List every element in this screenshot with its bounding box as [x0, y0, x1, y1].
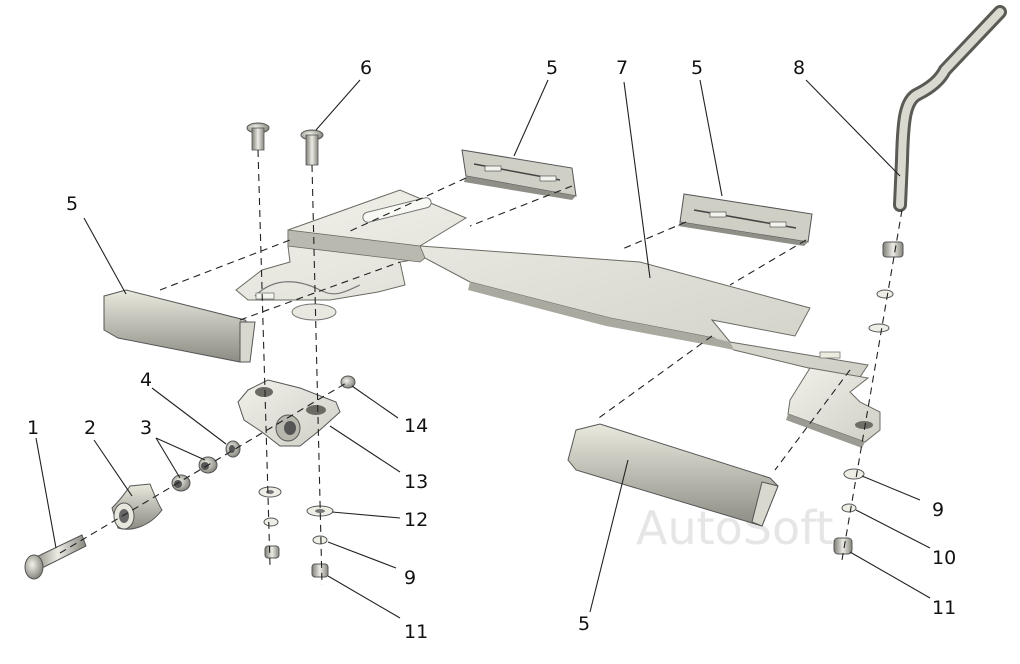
callout-14: 14 [404, 415, 428, 437]
callout-7: 7 [616, 57, 628, 79]
nut-11-left [311, 563, 329, 578]
callout-9-right: 9 [932, 499, 944, 521]
bolt-6-right [300, 129, 324, 166]
callout-9-left: 9 [404, 567, 416, 589]
washer-10 [841, 503, 857, 513]
washer-left-upper [258, 486, 282, 498]
nut-right-top [882, 241, 904, 258]
callout-5-top-right: 5 [691, 57, 703, 79]
callout-labels: 1 2 3 4 5 6 5 7 5 8 14 13 12 9 11 9 10 1… [27, 57, 956, 643]
callout-5-left: 5 [66, 193, 78, 215]
assembly-lines [59, 149, 903, 586]
nut-11-right [833, 537, 853, 555]
bolt-6-left [246, 122, 270, 151]
nut-14 [340, 375, 356, 389]
callout-2: 2 [84, 417, 96, 439]
washer-left-mid [263, 517, 279, 527]
bracket-13 [237, 379, 341, 447]
pad-bottom-right [567, 423, 779, 527]
leader-lines [35, 79, 931, 619]
rod-8 [893, 5, 1007, 212]
main-bracket-plate [235, 189, 881, 448]
callout-5-bottom: 5 [578, 613, 590, 635]
callout-12: 12 [404, 509, 428, 531]
pad-top-middle [461, 149, 577, 200]
washer-4 [225, 440, 241, 458]
callout-10: 10 [932, 547, 956, 569]
callout-11-left: 11 [404, 621, 428, 643]
callout-1: 1 [27, 417, 39, 439]
pad-top-right [678, 193, 813, 246]
washer-9-left [312, 535, 328, 545]
spacer-2 [111, 483, 163, 530]
washer-9-right [843, 468, 865, 480]
callout-5-top-middle: 5 [546, 57, 558, 79]
callout-13: 13 [404, 471, 428, 493]
callout-6: 6 [360, 57, 372, 79]
long-bolt-1 [24, 534, 87, 580]
callout-3: 3 [140, 417, 152, 439]
callout-4: 4 [140, 369, 152, 391]
callout-11-right: 11 [932, 597, 956, 619]
pad-left [103, 289, 256, 363]
washer-right-b [868, 323, 890, 333]
callout-8: 8 [793, 57, 805, 79]
washer-right-a [876, 289, 894, 299]
nut-left-lower [264, 545, 280, 559]
